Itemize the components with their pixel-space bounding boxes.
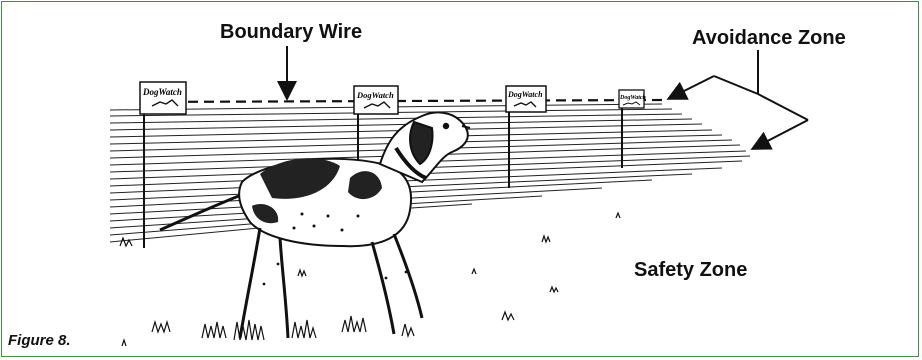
flag-2-label: DogWatch bbox=[356, 90, 394, 100]
boundary-wire-label: Boundary Wire bbox=[220, 22, 362, 42]
flag-3: DogWatch bbox=[506, 86, 546, 188]
boundary-wire-line bbox=[140, 100, 662, 102]
flag-3-label: DogWatch bbox=[507, 90, 543, 99]
flag-4-label: DogWatch bbox=[619, 95, 647, 101]
flag-1-label: DogWatch bbox=[142, 87, 182, 97]
dog-illustration bbox=[160, 112, 470, 338]
avoidance-zone-label: Avoidance Zone bbox=[692, 28, 846, 48]
safety-zone-label: Safety Zone bbox=[634, 260, 747, 280]
avoidance-zone-arrows bbox=[670, 50, 808, 148]
figure-caption: Figure 8. bbox=[8, 333, 71, 348]
flag-4: DogWatch bbox=[619, 90, 647, 168]
